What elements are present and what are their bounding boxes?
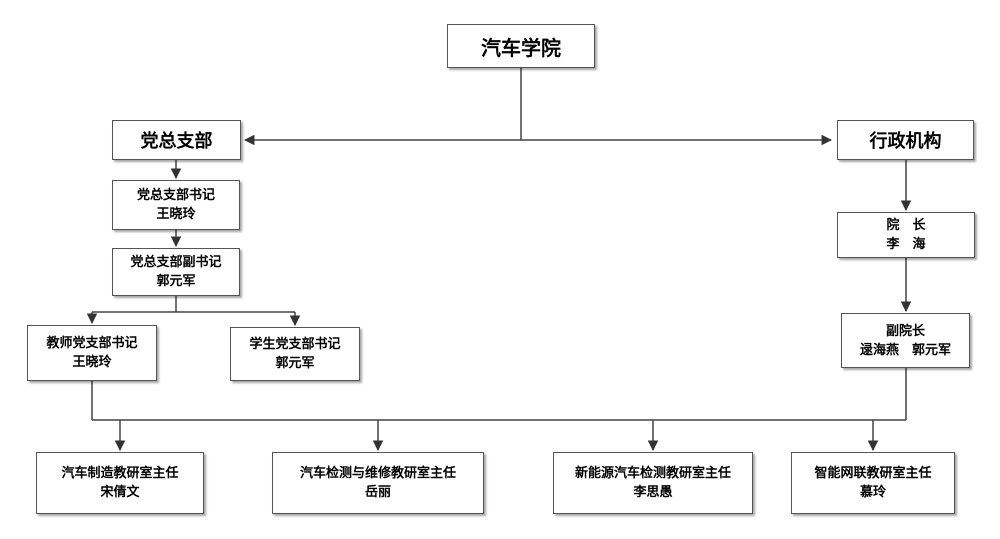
vice-dean-name: 逯海燕 郭元军	[859, 342, 951, 358]
lab-name: 岳丽	[364, 485, 391, 500]
teacher-branch-name: 王晓玲	[72, 355, 112, 370]
lab-node-2: 汽车检测与维修教研室主任 岳丽	[272, 452, 484, 514]
root-label: 汽车学院	[481, 35, 561, 60]
admin-head-label: 行政机构	[869, 131, 942, 152]
lab-title: 汽车制造教研室主任	[61, 466, 179, 481]
vice-dean-title: 副院长	[885, 323, 925, 339]
party-deputy-name: 郭元军	[156, 274, 196, 289]
party-head-node: 党总支部	[112, 120, 241, 160]
lab-title: 汽车检测与维修教研室主任	[299, 466, 456, 481]
student-branch-name: 郭元军	[275, 356, 315, 371]
lab-title: 新能源汽车检测教研室主任	[574, 466, 731, 481]
dean-title: 院 长	[886, 218, 926, 233]
vice-dean-node: 副院长 逯海燕 郭元军	[841, 313, 970, 368]
lab-name: 慕玲	[859, 485, 886, 500]
party-secretary-name: 王晓玲	[156, 207, 196, 222]
student-branch-title: 学生党支部书记	[249, 337, 341, 352]
root-node: 汽车学院	[447, 24, 595, 68]
lab-node-1: 汽车制造教研室主任 宋倩文	[36, 452, 204, 514]
party-secretary-title: 党总支部书记	[136, 188, 215, 203]
party-deputy-title: 党总支部副书记	[130, 255, 222, 270]
party-deputy-node: 党总支部副书记 郭元军	[112, 248, 240, 296]
dean-name: 李 海	[886, 237, 926, 252]
teacher-branch-node: 教师党支部书记 王晓玲	[27, 325, 157, 381]
lab-name: 宋倩文	[100, 485, 140, 500]
party-head-label: 党总支部	[140, 131, 213, 152]
lab-title: 智能网联教研室主任	[814, 466, 932, 481]
lab-node-3: 新能源汽车检测教研室主任 李思愚	[553, 452, 753, 514]
lab-name: 李思愚	[633, 485, 673, 500]
admin-head-node: 行政机构	[837, 120, 974, 160]
dean-node: 院 长 李 海	[837, 212, 975, 258]
student-branch-node: 学生党支部书记 郭元军	[230, 327, 360, 381]
teacher-branch-title: 教师党支部书记	[46, 336, 138, 351]
party-secretary-node: 党总支部书记 王晓玲	[112, 180, 240, 230]
lab-node-4: 智能网联教研室主任 慕玲	[791, 452, 955, 514]
